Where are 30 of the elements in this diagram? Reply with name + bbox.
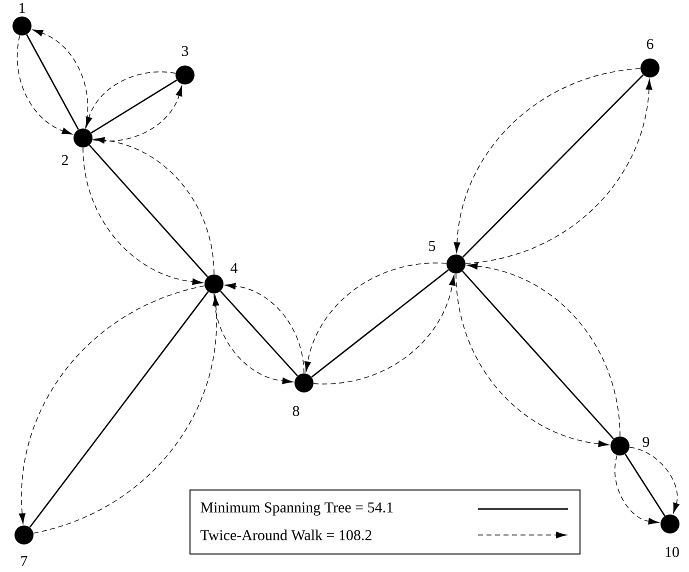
vertex-label: 7	[21, 556, 28, 566]
walk-arrow	[225, 282, 304, 374]
walk-arrow	[16, 35, 72, 134]
walk-arrow	[304, 262, 447, 372]
walk-arrow	[629, 446, 680, 514]
walk-arrow	[94, 136, 214, 275]
walk-arrow	[614, 454, 659, 525]
walk-arrow	[214, 293, 293, 384]
vertex-label: 10	[666, 546, 679, 558]
tree-edge	[88, 144, 208, 278]
vertex-label: 3	[182, 46, 188, 56]
walk-arrow	[32, 29, 88, 129]
walk-arrow	[92, 86, 182, 142]
walk-arrow	[82, 147, 203, 286]
tree-edge	[26, 34, 79, 130]
tree-edge	[220, 290, 298, 376]
vertex-label: 1	[20, 3, 25, 13]
vertex-label: 6	[646, 38, 654, 50]
tree-edge	[90, 80, 178, 134]
vertex-label: 5	[429, 241, 436, 251]
vertex-label: 8	[292, 406, 300, 416]
vertex-label: 4	[230, 263, 238, 273]
vertex-label: 9	[642, 436, 650, 448]
vertex-label: 2	[62, 155, 68, 165]
tree-edge	[311, 269, 449, 378]
tree-edge	[624, 454, 666, 516]
walk-arrow	[313, 275, 456, 384]
legend-text: Twice-Around Walk = 108.2	[200, 530, 372, 540]
legend-text: Minimum Spanning Tree = 54.1	[200, 502, 393, 516]
walk-arrow	[86, 72, 176, 128]
